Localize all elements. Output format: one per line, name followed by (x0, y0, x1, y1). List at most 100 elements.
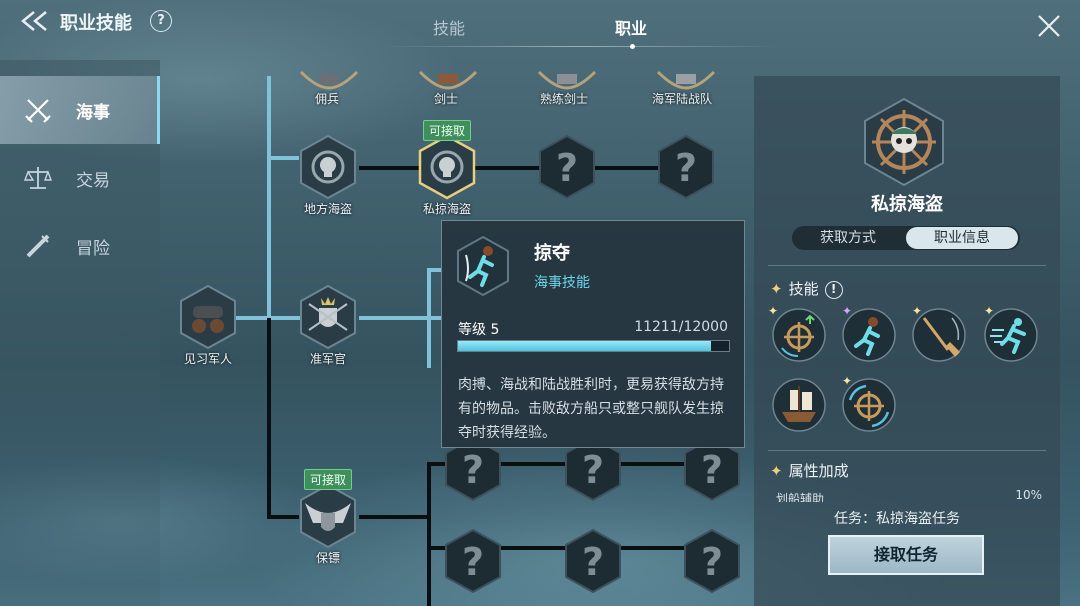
locked-node-icon: ? (445, 528, 501, 594)
skull-wheel-icon (300, 134, 356, 200)
node-locked[interactable]: ? (562, 528, 624, 598)
skill-level: 等级 5 (458, 322, 500, 338)
sidebar-item-trade[interactable]: 交易 (0, 144, 160, 212)
plunder-skill-icon[interactable] (842, 308, 896, 362)
node-label: 地方海盗 (303, 202, 352, 216)
node-label: 私掠海盗 (422, 202, 471, 216)
svg-text:?: ? (582, 448, 604, 492)
skills-title-text: 技能 (788, 280, 819, 298)
tab-job[interactable]: 职业 (615, 19, 648, 38)
spyglass-icon (26, 234, 50, 258)
node-label-swordsman[interactable]: 剑士 (434, 92, 459, 106)
skill-name: 掠夺 (534, 243, 570, 264)
node-label-expert-swordsman[interactable]: 熟练剑士 (540, 92, 589, 106)
divider (768, 265, 1046, 266)
locked-node-icon: ? (658, 134, 714, 200)
skills-section-title: ✦ 技能! (770, 278, 843, 299)
svg-text:?: ? (701, 448, 723, 492)
career-tree: 佣兵 剑士 熟练剑士 海军陆战队 地方海盗 可接取 私掠海盗 (160, 60, 750, 606)
mercenary-emblem-icon (299, 70, 359, 90)
privateer-emblem-icon (864, 97, 944, 187)
exp-progress-bar (457, 340, 730, 352)
node-locked[interactable]: ? (442, 528, 504, 598)
node-apprentice[interactable]: 见习军人 (177, 284, 239, 367)
node-locked[interactable]: ? (536, 134, 598, 204)
node-bodyguard[interactable]: 可接取 保镖 (297, 469, 359, 566)
svg-text:?: ? (462, 540, 484, 584)
helm-upgrade-skill-icon[interactable] (772, 308, 826, 362)
tree-connector (359, 316, 441, 320)
sidebar: 海事 交易 冒险 (0, 60, 160, 606)
ship-skill-icon[interactable] (772, 378, 826, 432)
tree-connector (359, 166, 699, 170)
svg-text:?: ? (556, 146, 578, 190)
skull-wheel-icon (418, 134, 476, 200)
tree-connector (267, 156, 299, 160)
locked-node-icon: ? (565, 528, 621, 594)
tree-connector (267, 76, 271, 318)
tab-underline (380, 46, 780, 47)
marines-emblem-icon (656, 70, 716, 90)
attributes-title-text: 属性加成 (788, 462, 849, 480)
locked-node-icon: ? (539, 134, 595, 200)
star-icon: ✦ (770, 280, 783, 298)
divider (768, 450, 1046, 451)
page-title: 职业技能 (60, 13, 132, 34)
node-local-pirate[interactable]: 地方海盗 (297, 134, 359, 217)
tab-career-info[interactable]: 职业信息 (906, 227, 1018, 249)
sidebar-item-maritime[interactable]: 海事 (0, 76, 160, 144)
sidebar-item-label: 冒险 (76, 238, 110, 259)
node-privateer[interactable]: 可接取 私掠海盗 (416, 120, 478, 217)
skill-category: 海事技能 (534, 275, 590, 291)
attributes-section-title: ✦ 属性加成 (770, 460, 849, 481)
node-label: 准军官 (309, 352, 346, 366)
helm-rotate-skill-icon[interactable] (842, 378, 896, 432)
node-label-marines[interactable]: 海军陆战队 (652, 92, 713, 106)
tab-active-dot (630, 44, 635, 49)
scales-icon (24, 167, 52, 189)
career-info-panel: 私掠海盗 获取方式 职业信息 ✦ 技能! ✦ ✦ ✦ ✦ (754, 76, 1060, 606)
sidebar-item-label: 交易 (76, 170, 110, 191)
accept-task-button[interactable]: 接取任务 (828, 535, 984, 575)
sparkle-icon: ✦ (768, 304, 779, 318)
task-text: 任务：私掠海盗任务 (834, 511, 960, 527)
node-label-mercenary[interactable]: 佣兵 (315, 92, 340, 106)
node-locked[interactable]: ? (681, 528, 743, 598)
node-locked[interactable]: ? (442, 436, 504, 506)
tree-connector (427, 268, 431, 368)
svg-text:?: ? (462, 448, 484, 492)
skill-exp: 11211/12000 (634, 319, 728, 335)
node-locked[interactable]: ? (655, 134, 717, 204)
oar-skill-icon[interactable] (912, 308, 966, 362)
attribute-label: 划船辅助 (776, 492, 825, 502)
skill-tooltip: 掠夺 海事技能 等级 5 11211/12000 肉搏、海战和陆战胜利时，更易获… (441, 220, 745, 448)
swordsman-emblem-icon (418, 70, 478, 90)
sidebar-item-adventure[interactable]: 冒险 (0, 212, 160, 280)
sparkle-icon: ✦ (842, 374, 853, 388)
career-title: 私掠海盗 (871, 194, 943, 215)
tree-connector (267, 515, 299, 519)
crowned-shield-icon (300, 284, 356, 350)
locked-node-icon: ? (445, 436, 501, 502)
tree-connector (427, 462, 431, 606)
sprint-skill-icon[interactable] (984, 308, 1038, 362)
close-icon[interactable] (1036, 13, 1062, 39)
node-locked[interactable]: ? (562, 436, 624, 506)
info-icon[interactable]: ! (824, 281, 843, 299)
attribute-value: 10% (1015, 488, 1042, 502)
locked-node-icon: ? (565, 436, 621, 502)
tab-skill[interactable]: 技能 (433, 19, 466, 38)
node-label: 见习军人 (183, 352, 232, 366)
crossed-swords-icon (25, 99, 51, 123)
sparkle-icon: ✦ (842, 304, 853, 318)
star-icon: ✦ (770, 462, 783, 480)
exp-progress-fill (458, 341, 712, 351)
cannon-icon (180, 284, 236, 350)
node-locked[interactable]: ? (681, 436, 743, 506)
tab-obtain-method[interactable]: 获取方式 (820, 230, 876, 246)
node-label: 保镖 (315, 551, 340, 565)
back-arrow-icon[interactable] (20, 9, 48, 33)
node-ensign[interactable]: 准军官 (297, 284, 359, 367)
help-icon[interactable]: ? (150, 10, 172, 32)
available-badge: 可接取 (422, 120, 472, 141)
